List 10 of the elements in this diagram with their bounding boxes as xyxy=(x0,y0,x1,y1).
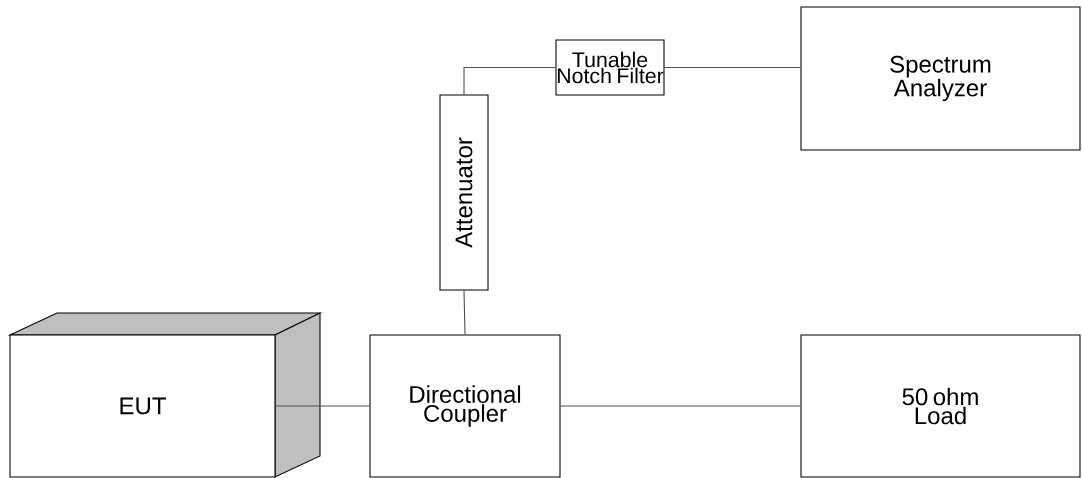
load-box: 50 ohm Load xyxy=(800,334,1081,478)
connector-line xyxy=(463,290,466,335)
connector-line xyxy=(664,66,801,69)
analyzer-box: Spectrum Analyzer xyxy=(800,6,1081,151)
filter-box: Tunable Notch Filter xyxy=(555,39,665,96)
connector-line xyxy=(275,405,370,407)
connector-line xyxy=(560,405,801,407)
connector-line xyxy=(463,66,556,95)
coupler-box: Directional Coupler xyxy=(369,334,561,478)
attenuator-box: Attenuator xyxy=(439,94,489,291)
